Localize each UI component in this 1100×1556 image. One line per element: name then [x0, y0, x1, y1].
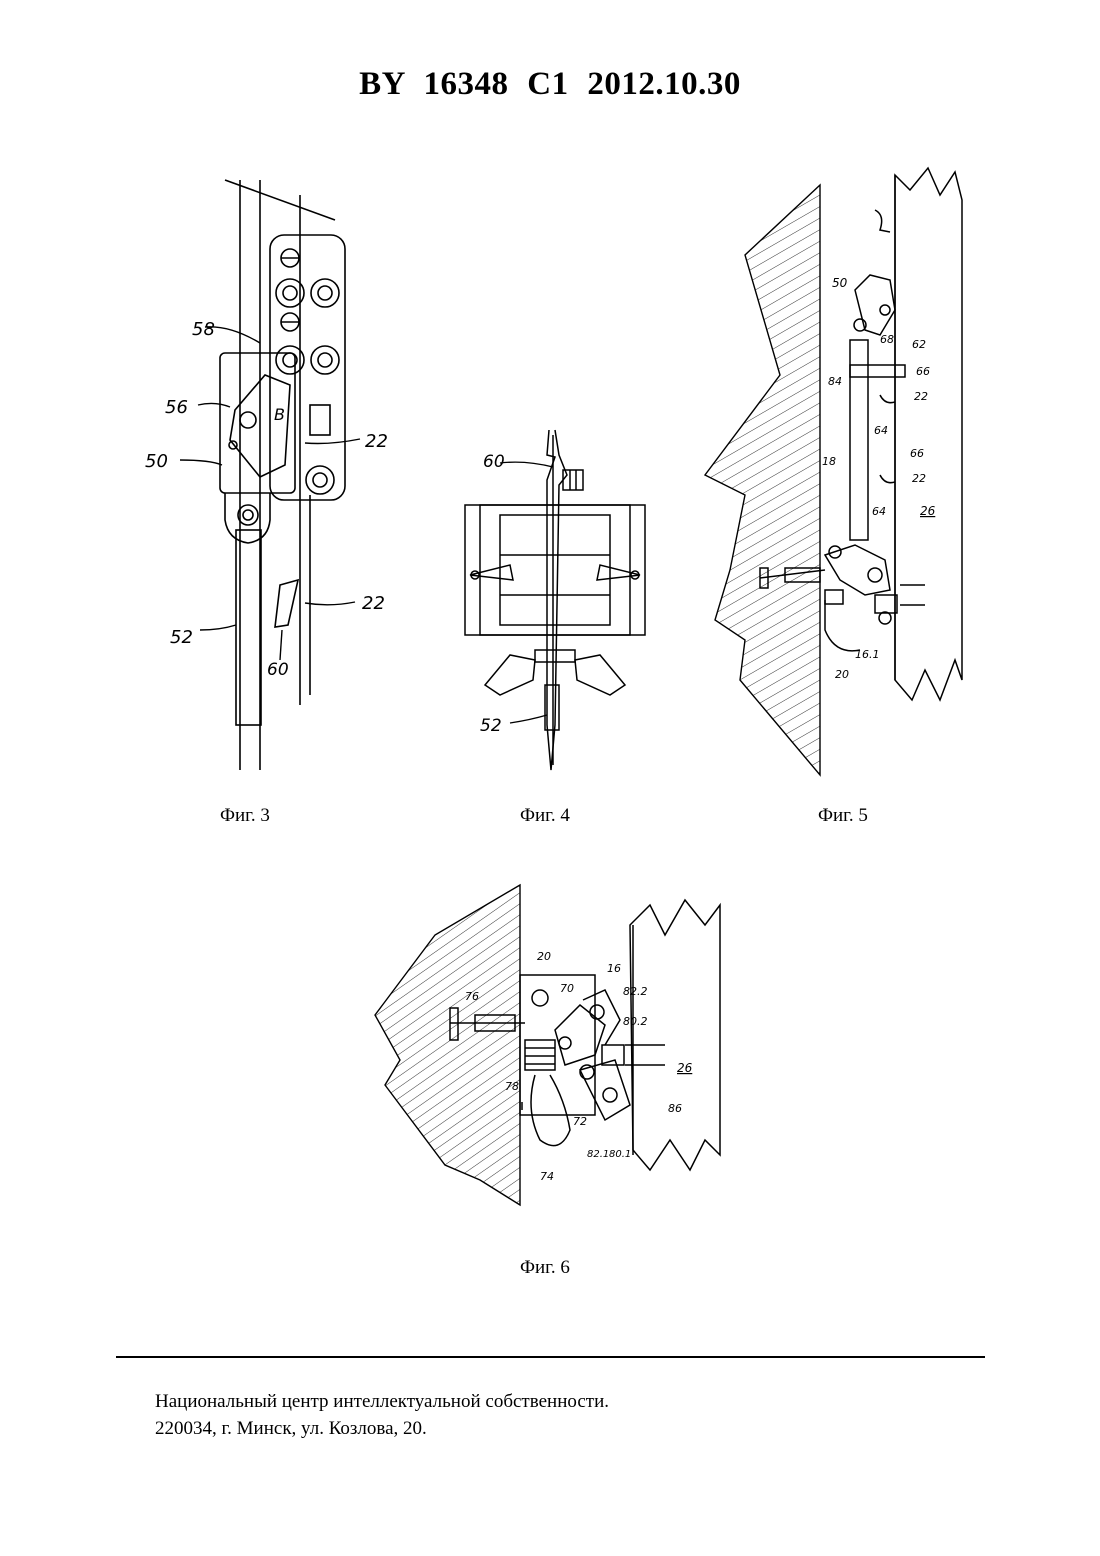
figure-6-caption: Фиг. 6 — [520, 1257, 570, 1279]
figure-6-label: 72 — [573, 1115, 587, 1128]
figure-3-label: 22 — [365, 431, 388, 452]
figure-3-label: 22 — [362, 593, 385, 614]
figure-6-label: 16 — [607, 962, 621, 975]
figure-3-label: 52 — [170, 627, 193, 648]
figure-3-label: 50 — [145, 451, 168, 472]
figure-5-label: 84 — [828, 375, 842, 388]
figure-5: 50 68 62 66 84 22 64 18 66 22 64 26 20 1… — [700, 160, 970, 780]
figure-3-caption: Фиг. 3 — [220, 805, 270, 827]
figure-6-label: 26 — [677, 1061, 693, 1075]
figure-5-label: 68 — [880, 333, 894, 346]
figure-5-label: 22 — [914, 390, 928, 403]
figure-4-label: 52 — [480, 716, 502, 736]
figure-5-label: 50 — [832, 276, 848, 290]
figure-5-label: 66 — [910, 447, 924, 460]
document-header: BY 16348 C1 2012.10.30 — [0, 66, 1100, 103]
figure-5-label: 26 — [920, 504, 936, 518]
figure-3: 58 56 B 50 22 52 60 22 — [140, 175, 410, 780]
figure-5-label: 20 — [835, 668, 849, 681]
figure-5-label: 18 — [822, 455, 836, 468]
figure-5-label: 22 — [912, 472, 926, 485]
figure-5-drawing: 50 68 62 66 84 22 64 18 66 22 64 26 20 1… — [700, 160, 970, 780]
footer-divider — [116, 1356, 985, 1358]
figure-6: 20 76 70 16 82.2 80.2 26 78 72 82.1 80.1… — [365, 880, 740, 1220]
figure-5-label: 16.1 — [855, 648, 880, 661]
figure-6-label: 76 — [465, 990, 479, 1003]
figure-5-label: 66 — [916, 365, 930, 378]
figure-3-label: B — [274, 405, 285, 424]
figure-5-label: 64 — [872, 505, 886, 518]
figure-6-label: 86 — [668, 1102, 682, 1115]
footer-address: 220034, г. Минск, ул. Козлова, 20. — [155, 1415, 609, 1442]
figure-4-label: 60 — [483, 452, 505, 472]
figure-6-label: 82.1 — [587, 1149, 609, 1160]
figure-4-drawing: 60 52 — [455, 425, 655, 775]
figure-6-label: 78 — [505, 1080, 519, 1093]
figure-5-label: 62 — [912, 338, 926, 351]
figure-3-label: 58 — [192, 319, 215, 340]
figure-3-label: 56 — [165, 397, 188, 418]
figure-6-label: 82.2 — [623, 985, 648, 998]
figure-5-caption: Фиг. 5 — [818, 805, 868, 827]
figure-6-label: 80.2 — [623, 1015, 648, 1028]
figure-4-caption: Фиг. 4 — [520, 805, 570, 827]
figure-6-label: 74 — [540, 1170, 554, 1183]
figure-6-label: 80.1 — [609, 1149, 631, 1160]
figure-3-label: 60 — [267, 660, 289, 680]
figure-6-drawing: 20 76 70 16 82.2 80.2 26 78 72 82.1 80.1… — [365, 880, 740, 1220]
footer-organization: Национальный центр интеллектуальной собс… — [155, 1388, 609, 1415]
figure-6-label: 20 — [537, 950, 551, 963]
figure-5-label: 64 — [874, 424, 888, 437]
figure-3-drawing: 58 56 B 50 22 52 60 22 — [140, 175, 410, 780]
figure-6-label: 70 — [560, 982, 574, 995]
figure-4: 60 52 — [455, 425, 655, 775]
footer: Национальный центр интеллектуальной собс… — [155, 1388, 609, 1442]
